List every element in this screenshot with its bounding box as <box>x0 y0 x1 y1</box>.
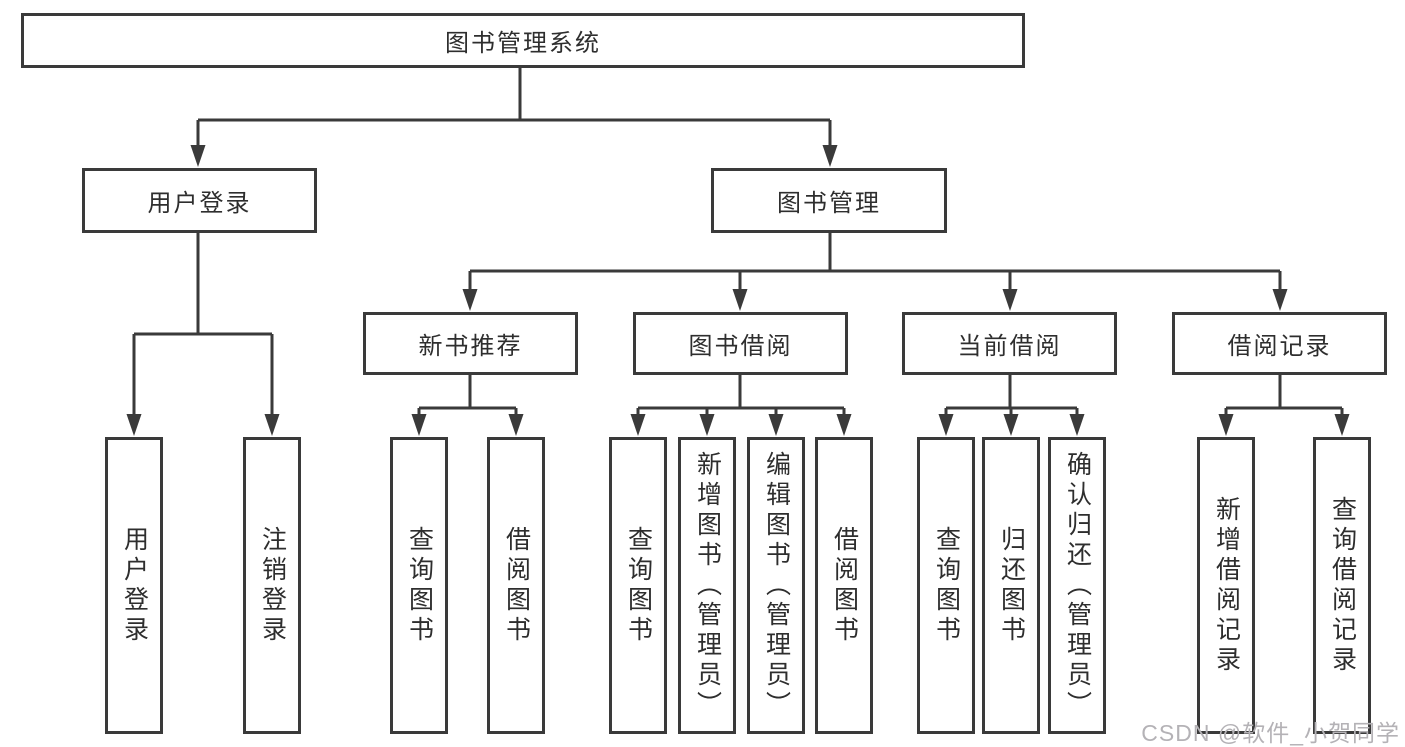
node-label: 查询图书 <box>624 525 653 646</box>
node-leaf-add-borrow-record: 新增借阅记录 <box>1197 437 1255 734</box>
node-leaf-add-book-admin: 新增图书（管理员） <box>678 437 736 734</box>
node-leaf-borrow-book-1: 借阅图书 <box>487 437 545 734</box>
node-book-borrow: 图书借阅 <box>633 312 848 375</box>
node-label: 新增借阅记录 <box>1212 495 1241 676</box>
node-label: 用户登录 <box>120 525 149 646</box>
node-leaf-query-book-1: 查询图书 <box>390 437 448 734</box>
node-label: 注销登录 <box>258 525 287 646</box>
edge-new-book-recommend-split <box>411 374 524 436</box>
edge-user-login-split <box>126 232 280 436</box>
node-label: 当前借阅 <box>957 333 1062 360</box>
node-label: 用户登录 <box>147 190 252 217</box>
node-label: 确认归还（管理员） <box>1063 450 1092 721</box>
edge-root-split <box>190 68 838 167</box>
node-new-book-recommend: 新书推荐 <box>363 312 578 375</box>
node-label: 借阅记录 <box>1227 333 1332 360</box>
edge-book-management-split <box>462 232 1288 311</box>
csdn-watermark: CSDN @软件_小贺同学 <box>1141 720 1400 746</box>
node-label: 借阅图书 <box>502 525 531 646</box>
node-label: 查询借阅记录 <box>1328 495 1357 676</box>
node-label: 归还图书 <box>997 525 1026 646</box>
node-borrow-records: 借阅记录 <box>1172 312 1387 375</box>
edge-book-borrow-split <box>630 374 852 436</box>
node-label: 查询图书 <box>932 525 961 646</box>
node-leaf-query-book-2: 查询图书 <box>609 437 667 734</box>
node-leaf-confirm-return-admin: 确认归还（管理员） <box>1048 437 1106 734</box>
edge-current-borrow-split <box>938 374 1085 436</box>
node-leaf-borrow-book-2: 借阅图书 <box>815 437 873 734</box>
node-leaf-edit-book-admin: 编辑图书（管理员） <box>747 437 805 734</box>
node-label: 借阅图书 <box>830 525 859 646</box>
node-label: 图书借阅 <box>688 333 793 360</box>
node-label: 编辑图书（管理员） <box>762 450 791 721</box>
node-leaf-query-book-3: 查询图书 <box>917 437 975 734</box>
node-leaf-query-borrow-record: 查询借阅记录 <box>1313 437 1371 734</box>
node-label: 图书管理 <box>777 190 881 217</box>
node-book-management: 图书管理 <box>711 168 947 233</box>
edge-borrow-records-split <box>1218 374 1350 436</box>
node-label: 新书推荐 <box>418 333 523 360</box>
node-library-system-root: 图书管理系统 <box>21 13 1025 68</box>
node-label: 图书管理系统 <box>445 30 601 57</box>
node-label: 查询图书 <box>405 525 434 646</box>
node-leaf-user-login: 用户登录 <box>105 437 163 734</box>
node-leaf-logout: 注销登录 <box>243 437 301 734</box>
node-leaf-return-book: 归还图书 <box>982 437 1040 734</box>
node-label: 新增图书（管理员） <box>693 450 722 721</box>
node-user-login: 用户登录 <box>82 168 317 233</box>
node-current-borrow: 当前借阅 <box>902 312 1117 375</box>
